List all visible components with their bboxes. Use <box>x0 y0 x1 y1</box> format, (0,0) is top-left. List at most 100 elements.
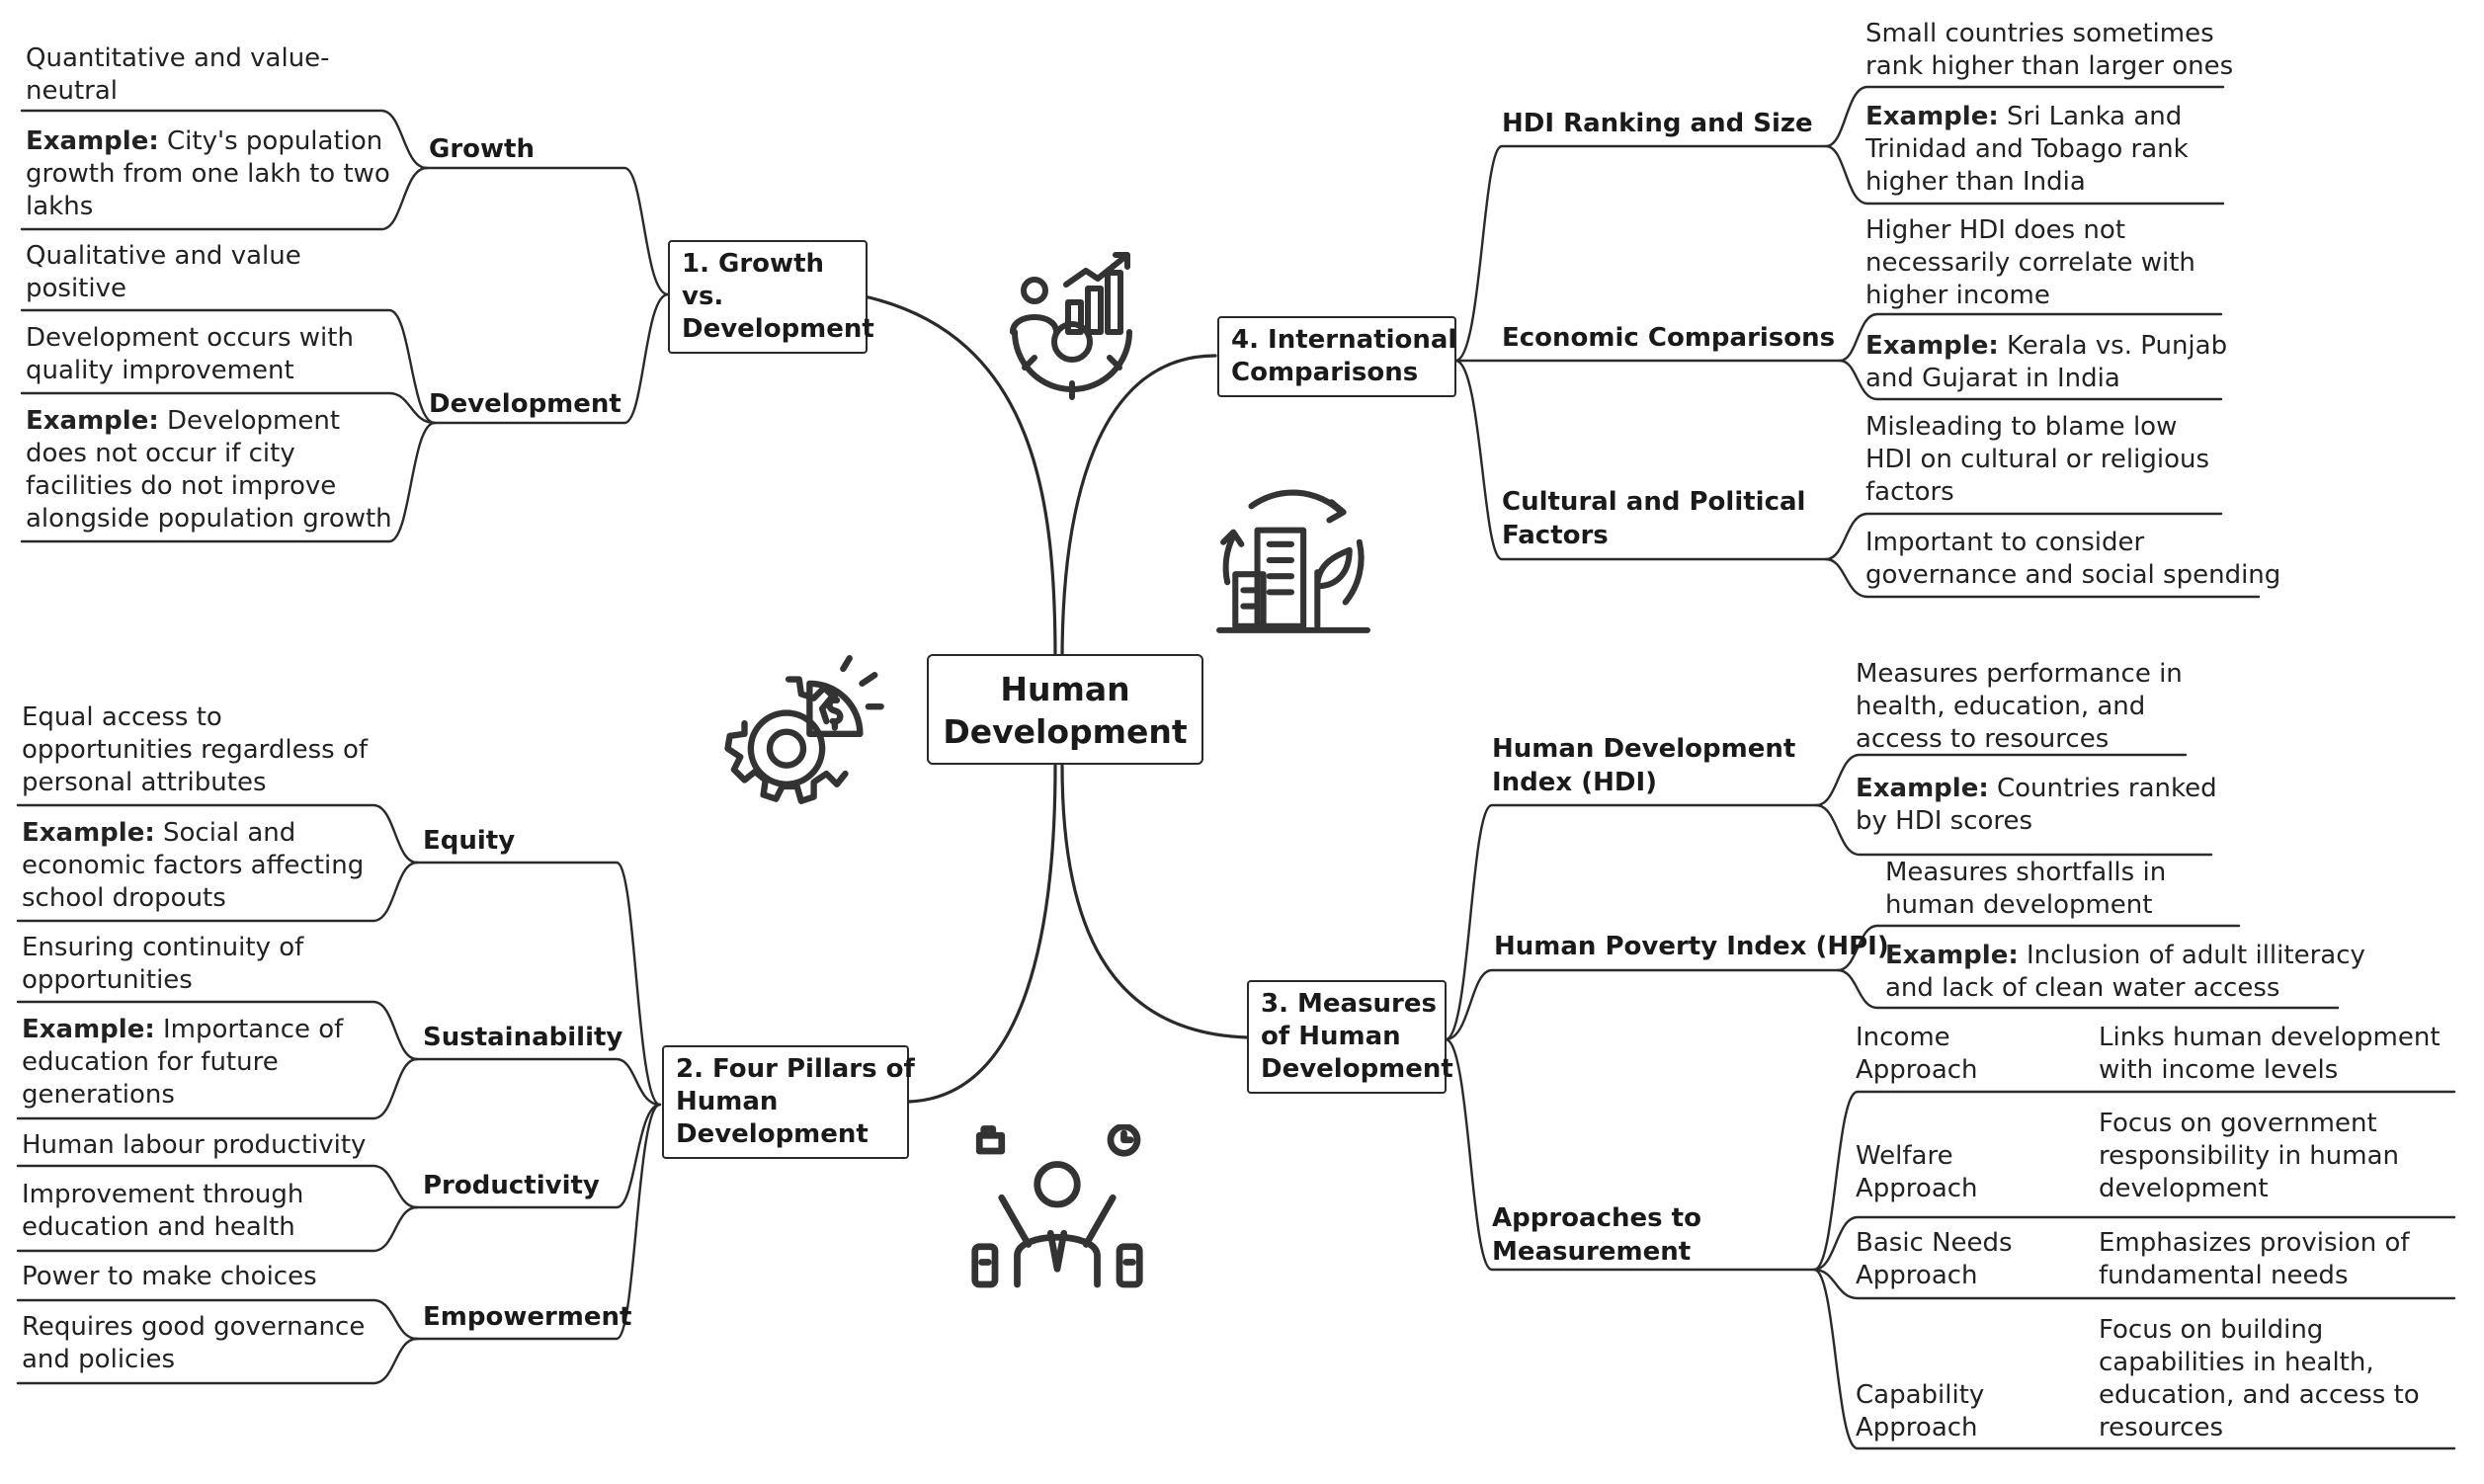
central-title-line2: Development <box>943 712 1188 751</box>
line: Kerala vs. Punjab <box>1998 331 2228 361</box>
welfare-approach-name: Welfare Approach <box>1856 1140 1978 1205</box>
line: capabilities in health, <box>2099 1348 2374 1377</box>
measures-node: 3. Measures of Human Development <box>1247 980 1453 1094</box>
line: Focus on building <box>2099 1315 2324 1345</box>
node-line: Development <box>1261 1054 1453 1084</box>
growth-label: Growth <box>429 134 535 164</box>
empowerment-point-2: Requires good governance and policies <box>22 1311 365 1376</box>
line: Social and <box>154 818 296 848</box>
line: Capability <box>1856 1380 1985 1410</box>
line: Approaches to <box>1492 1203 1701 1233</box>
line: Emphasizes provision of <box>2099 1228 2410 1258</box>
node-line: 1. Growth <box>682 249 825 279</box>
line: Qualitative and value <box>26 241 301 271</box>
line: and policies <box>22 1345 176 1374</box>
income-approach-name: Income Approach <box>1856 1022 1978 1087</box>
line: Measures performance in <box>1856 659 2183 689</box>
line: facilities do not improve <box>26 471 337 501</box>
line: Income <box>1856 1023 1950 1052</box>
productivity-point-2: Improvement through education and health <box>22 1179 303 1244</box>
line: development <box>2099 1174 2269 1203</box>
line: City's population <box>158 126 383 156</box>
line: with income levels <box>2099 1055 2339 1085</box>
line: Index (HDI) <box>1492 768 1658 797</box>
example-bold: Example: <box>26 406 159 436</box>
line: Measures shortfalls in <box>1885 858 2167 887</box>
example-bold: Example: <box>1865 331 1999 361</box>
trunk-to-measures <box>1060 764 1249 1039</box>
dollar-gear-icon <box>724 655 884 804</box>
line: and lack of clean water access <box>1885 973 2280 1003</box>
line: governance and social spending <box>1865 560 2281 590</box>
line: personal attributes <box>22 768 267 797</box>
ranking-point-1: Small countries sometimes rank higher th… <box>1865 18 2233 83</box>
hdi-example: Example: Countries ranked by HDI scores <box>1856 773 2217 838</box>
line: Links human development <box>2099 1023 2441 1052</box>
line: alongside population growth <box>26 504 392 534</box>
line: lakhs <box>26 192 94 221</box>
development-point-1: Qualitative and value positive <box>26 240 301 305</box>
economic-example: Example: Kerala vs. Punjab and Gujarat i… <box>1865 330 2227 395</box>
equity-point-1: Equal access to opportunities regardless… <box>22 701 368 799</box>
capability-approach-desc: Focus on building capabilities in health… <box>2099 1314 2420 1444</box>
node-line: Human <box>676 1087 779 1116</box>
line: fundamental needs <box>2099 1261 2349 1290</box>
line: Small countries sometimes <box>1865 19 2214 48</box>
example-bold: Example: <box>22 1015 155 1044</box>
line: quality improvement <box>26 356 294 385</box>
line: Equal access to <box>22 702 222 732</box>
line: education and health <box>22 1212 295 1242</box>
example-bold: Example: <box>1885 941 2019 970</box>
hpi-point-1: Measures shortfalls in human development <box>1885 857 2166 922</box>
sustainability-label: Sustainability <box>423 1023 623 1052</box>
line: by HDI scores <box>1856 806 2033 836</box>
line: economic factors affecting <box>22 851 365 880</box>
equity-example: Example: Social and economic factors aff… <box>22 817 364 915</box>
line: higher than India <box>1865 167 2086 197</box>
line: Human labour productivity <box>22 1130 367 1160</box>
line: Factors <box>1502 521 1609 550</box>
line: Countries ranked <box>1988 774 2217 803</box>
line: neutral <box>26 76 118 106</box>
line: Improvement through <box>22 1180 304 1209</box>
central-title-line1: Human <box>1000 670 1130 708</box>
line: education for future <box>22 1047 279 1077</box>
node-line: Development <box>676 1119 869 1149</box>
welfare-approach-desc: Focus on government responsibility in hu… <box>2099 1108 2399 1205</box>
example-bold: Example: <box>22 818 155 848</box>
line: school dropouts <box>22 883 226 913</box>
line: Approach <box>1856 1261 1978 1290</box>
line: health, education, and <box>1856 692 2146 721</box>
central-node: Human Development <box>927 654 1203 765</box>
line: Higher HDI does not <box>1865 215 2126 245</box>
cultural-point-1: Misleading to blame low HDI on cultural … <box>1865 411 2209 509</box>
line: opportunities regardless of <box>22 735 369 765</box>
line: Measurement <box>1492 1237 1692 1267</box>
multitasking-person-icon <box>971 1124 1143 1288</box>
node-line: vs. <box>682 282 724 311</box>
line: Approach <box>1856 1174 1978 1203</box>
line: does not occur if city <box>26 439 295 468</box>
line: Approach <box>1856 1413 1978 1443</box>
capability-approach-name: Capability Approach <box>1856 1379 1984 1444</box>
line: Approach <box>1856 1055 1978 1085</box>
line: education, and access to <box>2099 1380 2420 1410</box>
line: Ensuring continuity of <box>22 933 304 962</box>
line: access to resources <box>1856 724 2110 754</box>
approaches-label: Approaches to Measurement <box>1492 1201 1701 1269</box>
sustainability-point-1: Ensuring continuity of opportunities <box>22 932 303 997</box>
example-bold: Example: <box>1856 774 1989 803</box>
development-point-2: Development occurs with quality improvem… <box>26 322 354 387</box>
productivity-point-1: Human labour productivity <box>22 1129 366 1162</box>
line: generations <box>22 1080 175 1110</box>
hdi-label: Human Development Index (HDI) <box>1492 732 1795 799</box>
line: Power to make choices <box>22 1262 317 1291</box>
sustainability-example: Example: Importance of education for fut… <box>22 1014 343 1112</box>
line: Basic Needs <box>1856 1228 2013 1258</box>
line: and Gujarat in India <box>1865 364 2120 393</box>
example-bold: Example: <box>1865 102 1999 131</box>
growth-example: Example: City's population growth from o… <box>26 125 390 223</box>
economic-point-1: Higher HDI does not necessarily correlat… <box>1865 214 2195 312</box>
cultural-political-label: Cultural and Political Factors <box>1502 485 1805 552</box>
node-line: Development <box>682 314 874 344</box>
